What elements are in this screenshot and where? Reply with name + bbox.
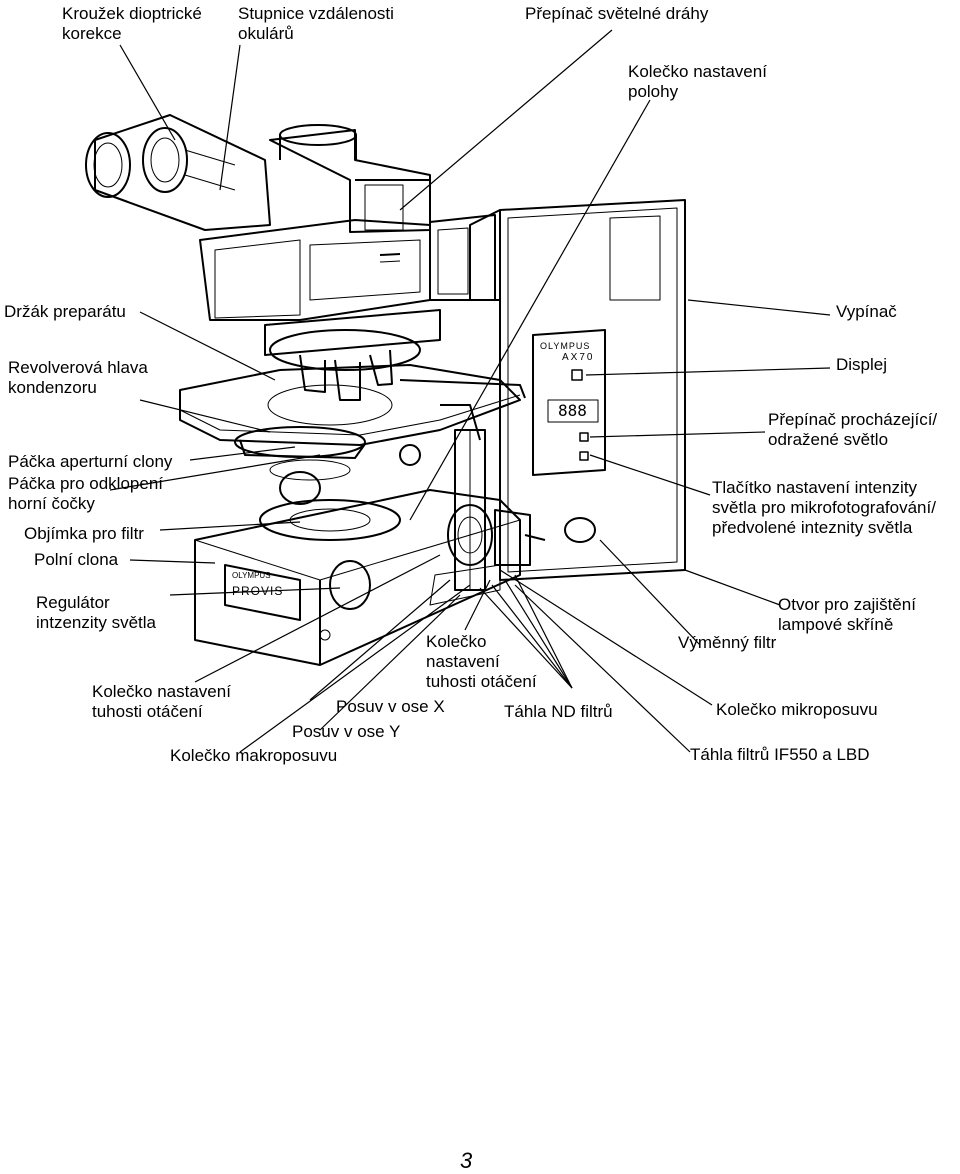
brand-label: OLYMPUS [540,341,591,351]
label-packa-clony: Páčka aperturní clony [8,452,173,471]
model-label: AX70 [562,352,595,363]
display-digits: 888 [558,401,587,420]
label-kruzek-korekce: Kroužek dioptrické korekce [62,4,202,43]
base [194,489,596,666]
label-displej: Displej [836,355,888,374]
base-model-label: PROVIS [232,584,284,598]
label-vypinac: Vypínač [836,302,897,321]
label-makroposuv: Kolečko makroposuvu [170,746,338,765]
label-regulator: Regulátor intzenzity světla [36,593,156,632]
condenser [234,426,421,505]
base-brand-label: OLYMPUS [232,571,271,580]
eyepieces [85,114,271,231]
microscope-body [429,199,686,581]
label-kolecko-polohy: Kolečko nastavení polohy [628,62,767,101]
label-posuv-x: Posuv v ose X [336,697,445,716]
label-mikroposuv: Kolečko mikroposuvu [716,700,878,719]
label-otvor-zajisteni: Otvor pro zajištění lampové skříně [778,595,916,634]
label-tahla-if: Táhla filtrů IF550 a LBD [690,745,870,764]
label-prepinac-prochazejici: Přepínač procházející/ odražené světlo [768,410,938,449]
label-kolecko-tuhosti-mid: Kolečko nastavení tuhosti otáčení [426,632,537,691]
label-polni-clona: Polní clona [34,550,119,569]
nosepiece [264,309,441,401]
stage [179,364,526,591]
label-stupnice-okularu: Stupnice vzdálenosti okulárů [238,4,394,43]
page-number: 3 [460,1148,473,1173]
label-prepinac-drahy: Přepínač světelné dráhy [525,4,709,23]
label-vymenny-filtr: Výměnný filtr [678,633,777,652]
label-tlacitko-intenzity: Tlačítko nastavení intenzity světla pro … [712,478,936,537]
label-objimka-filtr: Objímka pro filtr [24,524,144,543]
label-drzak-preparatu: Držák preparátu [4,302,126,321]
head [199,124,431,321]
leader-lines [109,29,831,753]
label-revolverova-hlava: Revolverová hlava kondenzoru [8,358,148,397]
label-posuv-y: Posuv v ose Y [292,722,401,741]
label-tahla-nd: Táhla ND filtrů [504,702,613,721]
control-panel [532,329,606,476]
label-kolecko-tuhosti-left: Kolečko nastavení tuhosti otáčení [92,682,231,721]
label-packa-cocky: Páčka pro odklopení horní čočky [8,474,163,513]
